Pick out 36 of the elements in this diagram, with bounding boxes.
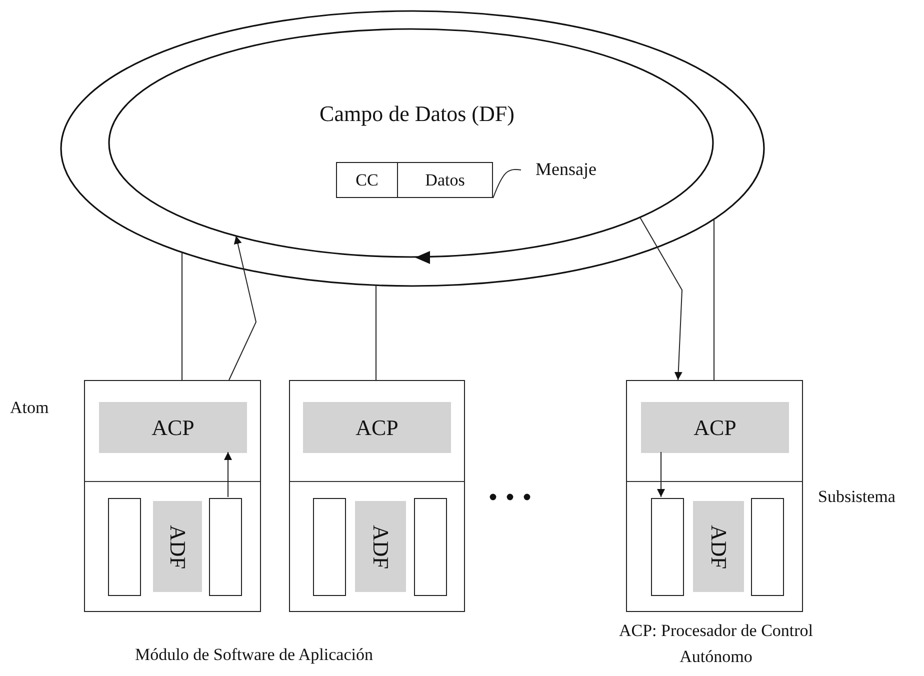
adf-block (693, 501, 744, 592)
arrow (657, 452, 665, 498)
leader-line (492, 168, 522, 198)
block-label: ADF (708, 524, 730, 568)
arrow (224, 452, 232, 498)
module-label: Subsistema (818, 488, 896, 505)
slot-box (414, 498, 447, 596)
arrow (228, 235, 257, 380)
module-box (626, 380, 803, 612)
module-label: Atom (10, 399, 49, 416)
caption: ACP: Procesador de Control Autónomo (618, 620, 814, 668)
block-label: ACP (694, 416, 736, 438)
field-title: Campo de Datos (DF) (320, 103, 514, 125)
adf-block (355, 501, 406, 592)
block-label: ADF (370, 524, 392, 568)
message-field (336, 162, 398, 198)
field-text: Datos (425, 172, 465, 188)
acp-block (641, 402, 789, 453)
acp-block (99, 402, 247, 453)
acp-block (303, 402, 451, 453)
field-text: CC (356, 172, 378, 188)
arrow (640, 216, 682, 380)
caption: Módulo de Software de Aplicación (134, 644, 374, 666)
slot-box (108, 498, 141, 596)
slot-box (651, 498, 684, 596)
adf-block (153, 501, 202, 592)
message-field (397, 162, 493, 198)
block-label: ADF (166, 524, 188, 568)
slot-box (313, 498, 346, 596)
module-box (289, 380, 465, 612)
message-label: Mensaje (521, 158, 611, 180)
block-label: ACP (152, 416, 194, 438)
slot-box (751, 498, 784, 596)
module-box (84, 380, 261, 612)
slot-box (209, 498, 242, 596)
block-label: ACP (356, 416, 398, 438)
